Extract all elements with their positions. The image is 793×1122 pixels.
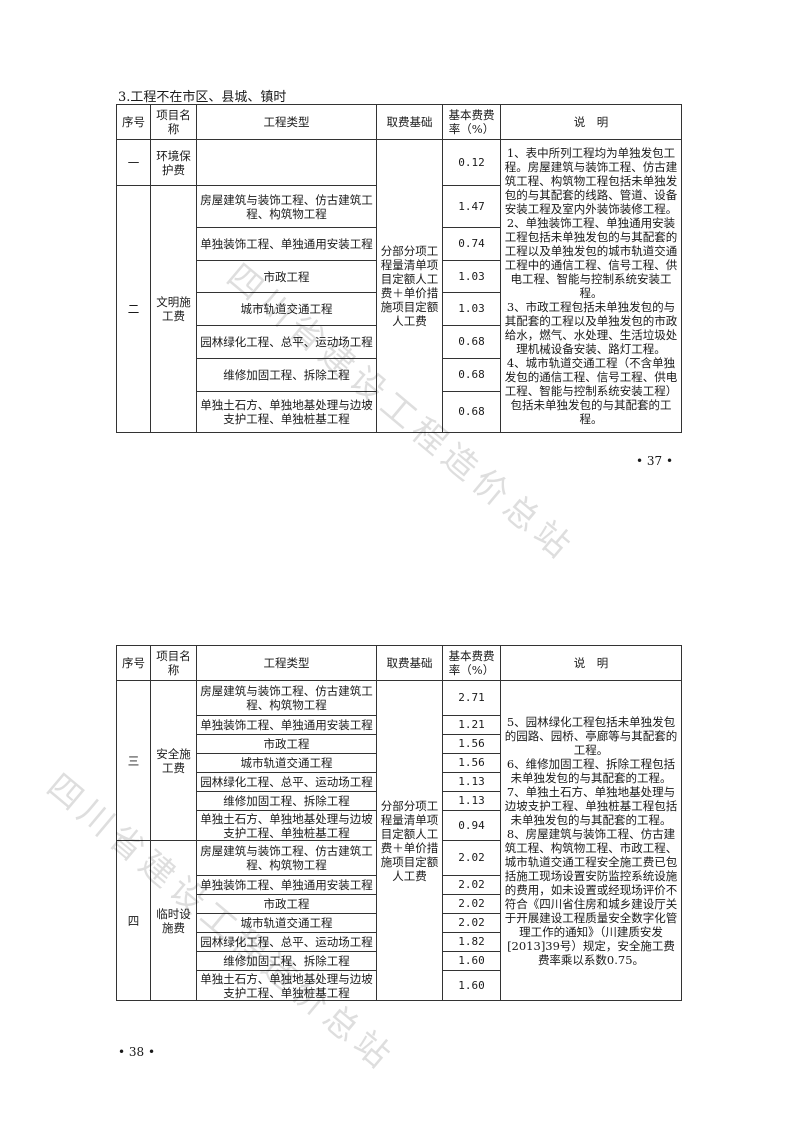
cell-project-type: 单独土石方、单独地基处理与边坡支护工程、单独桩基工程 <box>196 970 377 1001</box>
table-row: 四临时设施费房屋建筑与装饰工程、仿古建筑工程、构筑物工程 2.02 <box>116 840 682 1001</box>
cell-rate: 1.82 <box>442 932 501 952</box>
cell-project-type: 单独土石方、单独地基处理与边坡支护工程、单独桩基工程 <box>196 391 377 433</box>
cell-item-name: 环境保护费 <box>150 139 197 186</box>
cell-project-type: 房屋建筑与装饰工程、仿古建筑工程、构筑物工程 <box>196 840 377 876</box>
cell-seq: 二 <box>116 185 151 433</box>
table-row: 单独装饰工程、单独通用安装工程 0.74 <box>117 227 682 261</box>
cell-rate: 2.71 <box>442 680 501 716</box>
cell-note: 1、表中所列工程均为单独发包工程。房屋建筑与装饰工程、仿古建筑工程、构筑物工程包… <box>500 139 682 433</box>
cell-project-type <box>196 139 377 186</box>
cell-project-type: 单独土石方、单独地基处理与边坡支护工程、单独桩基工程 <box>196 810 377 841</box>
table-row: 园林绿化工程、总平、运动场工程 0.68 <box>117 325 682 359</box>
table-row: 维修加固工程、拆除工程 0.68 <box>117 358 682 392</box>
cell-rate: 0.68 <box>442 358 501 392</box>
cell-rate: 0.12 <box>442 139 501 186</box>
cell-project-type: 市政工程 <box>196 894 377 914</box>
cell-project-type: 房屋建筑与装饰工程、仿古建筑工程、构筑物工程 <box>196 185 377 228</box>
cell-rate: 1.13 <box>442 791 501 811</box>
cell-seq: 三 <box>116 680 151 841</box>
cell-item-name: 安全施工费 <box>150 680 197 841</box>
cell-project-type: 单独装饰工程、单独通用安装工程 <box>196 715 377 735</box>
table-row: 单独土石方、单独地基处理与边坡支护工程、单独桩基工程 1.60 <box>117 970 682 1001</box>
table-row: 城市轨道交通工程 1.03 <box>117 292 682 326</box>
table-row: 市政工程 2.02 <box>117 894 682 914</box>
fee-rate-table-1: 序号 项目名称 工程类型 取费基础 基本费费率（%） 说 明 一环境保护费 分部分… <box>116 104 682 433</box>
cell-project-type: 市政工程 <box>196 734 377 754</box>
cell-rate: 1.03 <box>442 260 501 293</box>
section-heading: 3.工程不在市区、县城、镇时 <box>118 90 287 105</box>
cell-fee-basis: 分部分项工程量清单项目定额人工费＋单价措施项目定额人工费 <box>376 139 443 433</box>
cell-project-type: 城市轨道交通工程 <box>196 292 377 326</box>
header-seq: 序号 <box>116 645 151 681</box>
cell-rate: 2.02 <box>442 913 501 933</box>
cell-project-type: 市政工程 <box>196 260 377 293</box>
cell-rate: 0.68 <box>442 325 501 359</box>
cell-item-name: 文明施工费 <box>150 185 197 433</box>
header-rate: 基本费费率（%） <box>442 104 501 140</box>
fee-rate-table-2: 序号 项目名称 工程类型 取费基础 基本费费率（%） 说 明 三安全施工费房屋建… <box>116 645 682 1001</box>
cell-rate: 0.74 <box>442 227 501 261</box>
cell-project-type: 园林绿化工程、总平、运动场工程 <box>196 932 377 952</box>
cell-rate: 0.94 <box>442 810 501 841</box>
table-row: 单独土石方、单独地基处理与边坡支护工程、单独桩基工程 0.68 <box>117 391 682 433</box>
cell-rate: 2.02 <box>442 894 501 914</box>
table-row: 市政工程 1.56 <box>117 734 682 754</box>
header-item-name: 项目名称 <box>150 104 197 140</box>
table-row: 维修加固工程、拆除工程 1.60 <box>117 951 682 971</box>
cell-project-type: 园林绿化工程、总平、运动场工程 <box>196 772 377 792</box>
cell-project-type: 房屋建筑与装饰工程、仿古建筑工程、构筑物工程 <box>196 680 377 716</box>
cell-rate: 1.60 <box>442 970 501 1001</box>
cell-rate: 2.02 <box>442 875 501 895</box>
cell-note: 5、园林绿化工程包括未单独发包的园路、园桥、亭廊等与其配套的工程。6、维修加固工… <box>500 680 682 1001</box>
cell-project-type: 维修加固工程、拆除工程 <box>196 791 377 811</box>
table-row: 单独装饰工程、单独通用安装工程 2.02 <box>117 875 682 895</box>
cell-fee-basis: 分部分项工程量清单项目定额人工费＋单价措施项目定额人工费 <box>376 680 443 1001</box>
cell-rate: 0.68 <box>442 391 501 433</box>
header-seq: 序号 <box>116 104 151 140</box>
cell-rate: 2.02 <box>442 840 501 876</box>
cell-project-type: 维修加固工程、拆除工程 <box>196 358 377 392</box>
cell-project-type: 单独装饰工程、单独通用安装工程 <box>196 227 377 261</box>
header-item-name: 项目名称 <box>150 645 197 681</box>
header-note: 说 明 <box>500 104 682 140</box>
cell-rate: 1.60 <box>442 951 501 971</box>
header-fee-basis: 取费基础 <box>376 104 443 140</box>
cell-project-type: 城市轨道交通工程 <box>196 753 377 773</box>
cell-rate: 1.47 <box>442 185 501 228</box>
cell-rate: 1.21 <box>442 715 501 735</box>
cell-rate: 1.13 <box>442 772 501 792</box>
cell-project-type: 单独装饰工程、单独通用安装工程 <box>196 875 377 895</box>
header-fee-basis: 取费基础 <box>376 645 443 681</box>
header-project-type: 工程类型 <box>196 104 377 140</box>
header-rate: 基本费费率（%） <box>442 645 501 681</box>
cell-rate: 1.56 <box>442 753 501 773</box>
table-row: 园林绿化工程、总平、运动场工程 1.13 <box>117 772 682 792</box>
cell-project-type: 城市轨道交通工程 <box>196 913 377 933</box>
cell-item-name: 临时设施费 <box>150 840 197 1001</box>
cell-seq: 一 <box>116 139 151 186</box>
header-note: 说 明 <box>500 645 682 681</box>
header-project-type: 工程类型 <box>196 645 377 681</box>
cell-project-type: 维修加固工程、拆除工程 <box>196 951 377 971</box>
cell-rate: 1.56 <box>442 734 501 754</box>
page-number-38: • 38 • <box>118 1045 156 1059</box>
page-number-37: • 37 • <box>636 454 674 468</box>
table-header-row: 序号 项目名称 工程类型 取费基础 基本费费率（%） 说 明 <box>116 104 682 140</box>
table-header-row: 序号 项目名称 工程类型 取费基础 基本费费率（%） 说 明 <box>116 645 682 681</box>
cell-project-type: 园林绿化工程、总平、运动场工程 <box>196 325 377 359</box>
table-row: 三安全施工费房屋建筑与装饰工程、仿古建筑工程、构筑物工程分部分项工程量清单项目定… <box>116 680 682 1001</box>
cell-rate: 1.03 <box>442 292 501 326</box>
cell-seq: 四 <box>116 840 151 1001</box>
